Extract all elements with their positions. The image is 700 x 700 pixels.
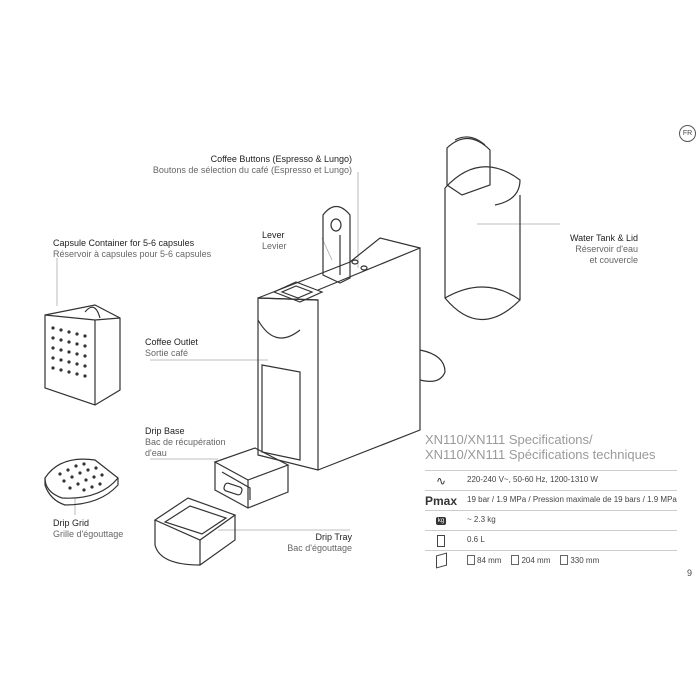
voltage-icon: ∿ (435, 473, 447, 488)
label-lever: Lever Levier (262, 230, 287, 251)
dimensions-icon (425, 551, 457, 570)
label-coffee-buttons: Coffee Buttons (Espresso & Lungo) Bouton… (152, 154, 352, 175)
spec-value-capacity: 0.6 L (467, 535, 485, 544)
width-dimension: 84 mm (467, 555, 501, 565)
spec-row-capacity: 0.6 L (425, 530, 677, 550)
spec-row-dimensions: 84 mm 204 mm 330 mm (425, 550, 677, 570)
capacity-icon (425, 531, 457, 550)
label-coffee-outlet: Coffee Outlet Sortie café (145, 337, 198, 358)
drip-tray (153, 497, 237, 566)
capsule-container (44, 304, 121, 406)
machine-body (257, 237, 446, 471)
pmax-icon: Pmax (424, 493, 458, 508)
water-tank (444, 136, 521, 321)
label-drip-base: Drip Base Bac de récupération d'eau (145, 426, 226, 458)
spec-value-weight: ~ 2.3 kg (467, 515, 496, 524)
leader-lines (56, 172, 560, 531)
spec-value-power: 220-240 V~, 50-60 Hz, 1200-1310 W (467, 475, 598, 484)
label-capsule-container: Capsule Container for 5-6 capsules Réser… (53, 238, 212, 259)
spec-value-dimensions: 84 mm 204 mm 330 mm (467, 555, 599, 565)
label-drip-tray: Drip Tray Bac d'égouttage (287, 532, 352, 553)
weight-icon: kg (435, 516, 447, 525)
spec-row-pressure: Pmax 19 bar / 1.9 MPa / Pression maximal… (425, 490, 677, 510)
spec-row-power: ∿ 220-240 V~, 50-60 Hz, 1200-1310 W (425, 470, 677, 490)
language-badge: FR (679, 125, 696, 142)
spec-row-weight: kg ~ 2.3 kg (425, 510, 677, 530)
label-water-tank: Water Tank & Lid Réservoir d'eau et couv… (569, 233, 638, 265)
label-drip-grid: Drip Grid Grille d'égouttage (53, 518, 124, 539)
spec-value-pressure: 19 bar / 1.9 MPa / Pression maximale de … (467, 495, 677, 504)
page-number: 9 (687, 568, 693, 578)
lever (322, 205, 351, 284)
depth-dimension: 204 mm (511, 555, 550, 565)
drip-base (213, 447, 290, 509)
drip-grid (44, 458, 119, 506)
height-dimension: 330 mm (560, 555, 599, 565)
specifications-title: XN110/XN111 Specifications/ XN110/XN111 … (425, 432, 656, 462)
